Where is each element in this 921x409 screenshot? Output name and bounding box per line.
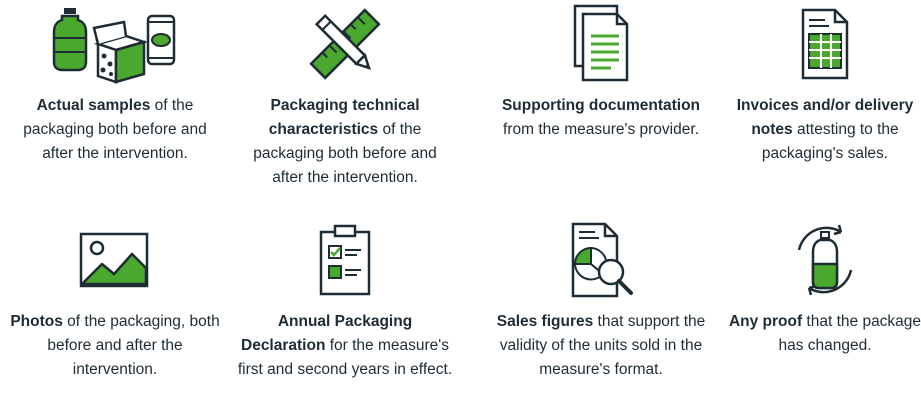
item-annual-declaration: Annual Packaging Declaration for the mea… xyxy=(230,220,460,382)
item-supporting-documentation: Supporting documentation from the measur… xyxy=(486,4,716,142)
item-title: Sales figures xyxy=(496,313,594,330)
document-pages-icon xyxy=(573,4,629,82)
item-description: Annual Packaging Declaration for the mea… xyxy=(230,310,460,382)
item-description: Packaging technical characteristics of t… xyxy=(230,94,460,190)
item-description: Actual samples of the packaging both bef… xyxy=(0,94,230,166)
item-body: of the packaging both before and after t… xyxy=(23,97,207,162)
pencil-ruler-icon xyxy=(309,8,381,80)
item-sales-figures: Sales figures that support the validity … xyxy=(486,220,716,382)
item-title: Actual samples xyxy=(36,97,151,114)
report-magnifier-icon xyxy=(571,222,633,298)
item-body: for the measure's first and second years… xyxy=(237,337,453,378)
item-title: Packaging technical characteristics xyxy=(268,97,420,138)
item-actual-samples: Actual samples of the packaging both bef… xyxy=(0,4,230,166)
item-body: that support the validity of the units s… xyxy=(499,313,706,378)
item-body: attesting to the packaging's sales. xyxy=(761,121,899,162)
item-description: Photos of the packaging, both before and… xyxy=(0,310,230,382)
item-description: Supporting documentation from the measur… xyxy=(486,94,716,142)
clipboard-checklist-icon xyxy=(319,224,371,296)
spreadsheet-document-icon xyxy=(801,8,849,80)
photo-icon xyxy=(79,232,149,288)
item-title: Any proof xyxy=(728,313,803,330)
item-any-proof: Any proof that the package has changed. xyxy=(710,220,921,358)
item-title: Supporting documentation xyxy=(501,97,701,114)
item-body: of the packaging, both before and after … xyxy=(47,313,220,378)
bottle-cycle-icon xyxy=(797,224,853,296)
item-title: Photos xyxy=(10,313,63,330)
item-body: of the packaging both before and after t… xyxy=(253,121,437,186)
item-description: Sales figures that support the validity … xyxy=(486,310,716,382)
item-body: that the package has changed. xyxy=(778,313,921,354)
item-title: Invoices and/or delivery notes xyxy=(736,97,914,138)
bottle-box-can-icon xyxy=(52,8,176,84)
item-description: Any proof that the package has changed. xyxy=(710,310,921,358)
item-photos: Photos of the packaging, both before and… xyxy=(0,220,230,382)
item-invoices: Invoices and/or delivery notes attesting… xyxy=(710,4,921,166)
item-description: Invoices and/or delivery notes attesting… xyxy=(710,94,921,166)
item-title: Annual Packaging Declaration xyxy=(241,313,413,354)
item-technical-characteristics: Packaging technical characteristics of t… xyxy=(230,4,460,190)
item-body: from the measure's provider. xyxy=(503,121,699,138)
